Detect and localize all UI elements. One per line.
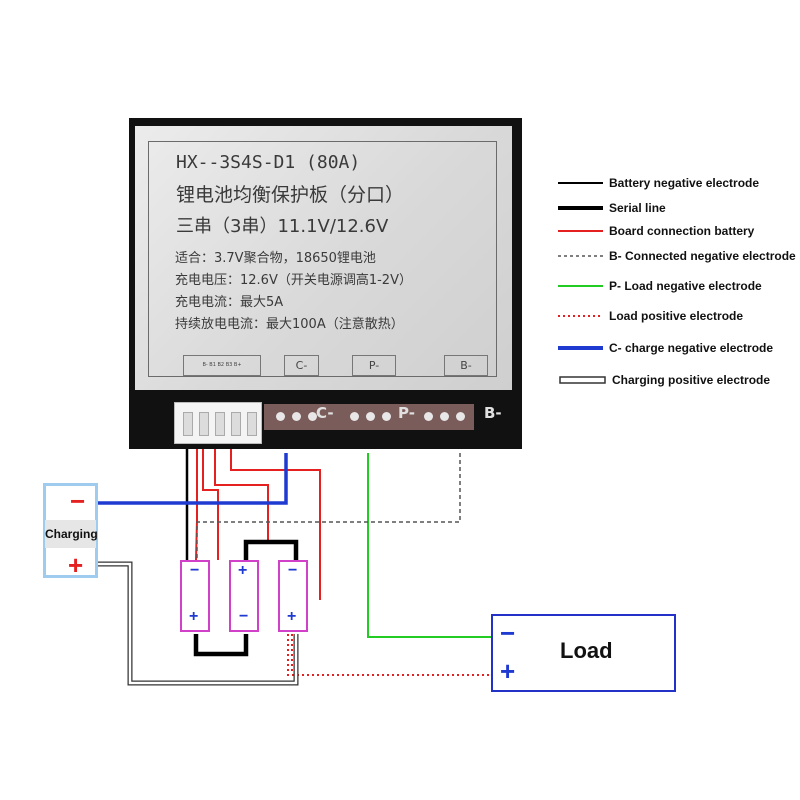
solder-hole [308,412,317,421]
charger-minus-sign: − [70,486,86,516]
board-mark-c-minus: C- [316,404,334,422]
load-negative-wire [367,453,491,638]
charging-positive-wire-inner [98,562,298,685]
board-red-wire-2 [202,440,219,560]
connector-pin [231,412,241,436]
board-spec-line: 持续放电电流：最大100A（注意散热） [175,317,404,332]
board-mark-p-minus: P- [398,404,415,422]
cell-terminal-sign: − [239,608,249,625]
legend-label: C- charge negative electrode [609,341,774,355]
pad-p-minus: P- [352,355,396,376]
pad-c-minus: C- [284,355,319,376]
board-mark-b-minus: B- [484,404,502,422]
battery-cell-1: − + [180,560,210,632]
board-label-frame [148,141,497,377]
balance-connector [174,402,262,444]
solder-strip [264,404,474,430]
board-model-text: HX--3S4S-D1 (80A) [176,152,361,173]
load-plus-sign: + [500,656,516,686]
charge-negative-wire [98,453,288,505]
solder-hole [382,412,391,421]
legend-label: Load positive electrode [609,309,744,323]
battery-cell-3: − + [278,560,308,632]
board-red-wire-1 [195,440,198,561]
cell-terminal-sign: − [190,562,200,579]
cell-terminal-sign: + [287,608,297,625]
load-label: Load [560,638,613,663]
connector-pin [247,412,257,436]
cell-terminal-sign: − [288,562,298,579]
load-minus-sign: − [500,618,516,648]
serial-link-bottom [193,634,249,657]
battery-cell-2: + − [229,560,259,632]
solder-hole [350,412,359,421]
board-red-wire-4 [230,440,321,600]
cell-terminal-sign: + [238,562,248,579]
legend-label: B- Connected negative electrode [609,249,796,263]
pad-b-minus: B- [444,355,488,376]
solder-hole [276,412,285,421]
connector-pin [199,412,209,436]
connector-pin [183,412,193,436]
solder-hole [456,412,465,421]
solder-hole [366,412,375,421]
board-series-text: 三串（3串）11.1V/12.6V [176,216,389,237]
connector-pin [215,412,225,436]
legend-label: Charging positive electrode [612,373,771,387]
charger-plus-sign: + [68,550,84,580]
cell-terminal-sign: + [189,608,199,625]
legend-label: Battery negative electrode [609,176,760,190]
solder-hole [424,412,433,421]
legend-label: Board connection battery [609,224,755,238]
b-negative-dashed-wire [196,453,461,560]
board-title-text: 锂电池均衡保护板（分口） [176,184,405,206]
serial-link-top [243,539,299,560]
solder-hole [292,412,301,421]
legend-label: P- Load negative electrode [609,279,762,293]
solder-hole [440,412,449,421]
legend-label: Serial line [609,201,666,215]
charger-label: Charging [45,520,98,548]
board-spec-line: 充电电流：最大5A [175,295,284,310]
board-spec-line: 适合：3.7V聚合物，18650锂电池 [175,251,376,266]
board-label-panel [135,126,512,390]
load [491,614,676,692]
legend-sample-double [559,376,606,384]
board-red-wire-3 [214,440,269,540]
balance-pad-label: B- B1 B2 B3 B+ [183,355,261,376]
board-spec-line: 充电电压：12.6V（开关电源调高1-2V） [175,273,412,288]
load-positive-dotted-wire [287,634,510,676]
